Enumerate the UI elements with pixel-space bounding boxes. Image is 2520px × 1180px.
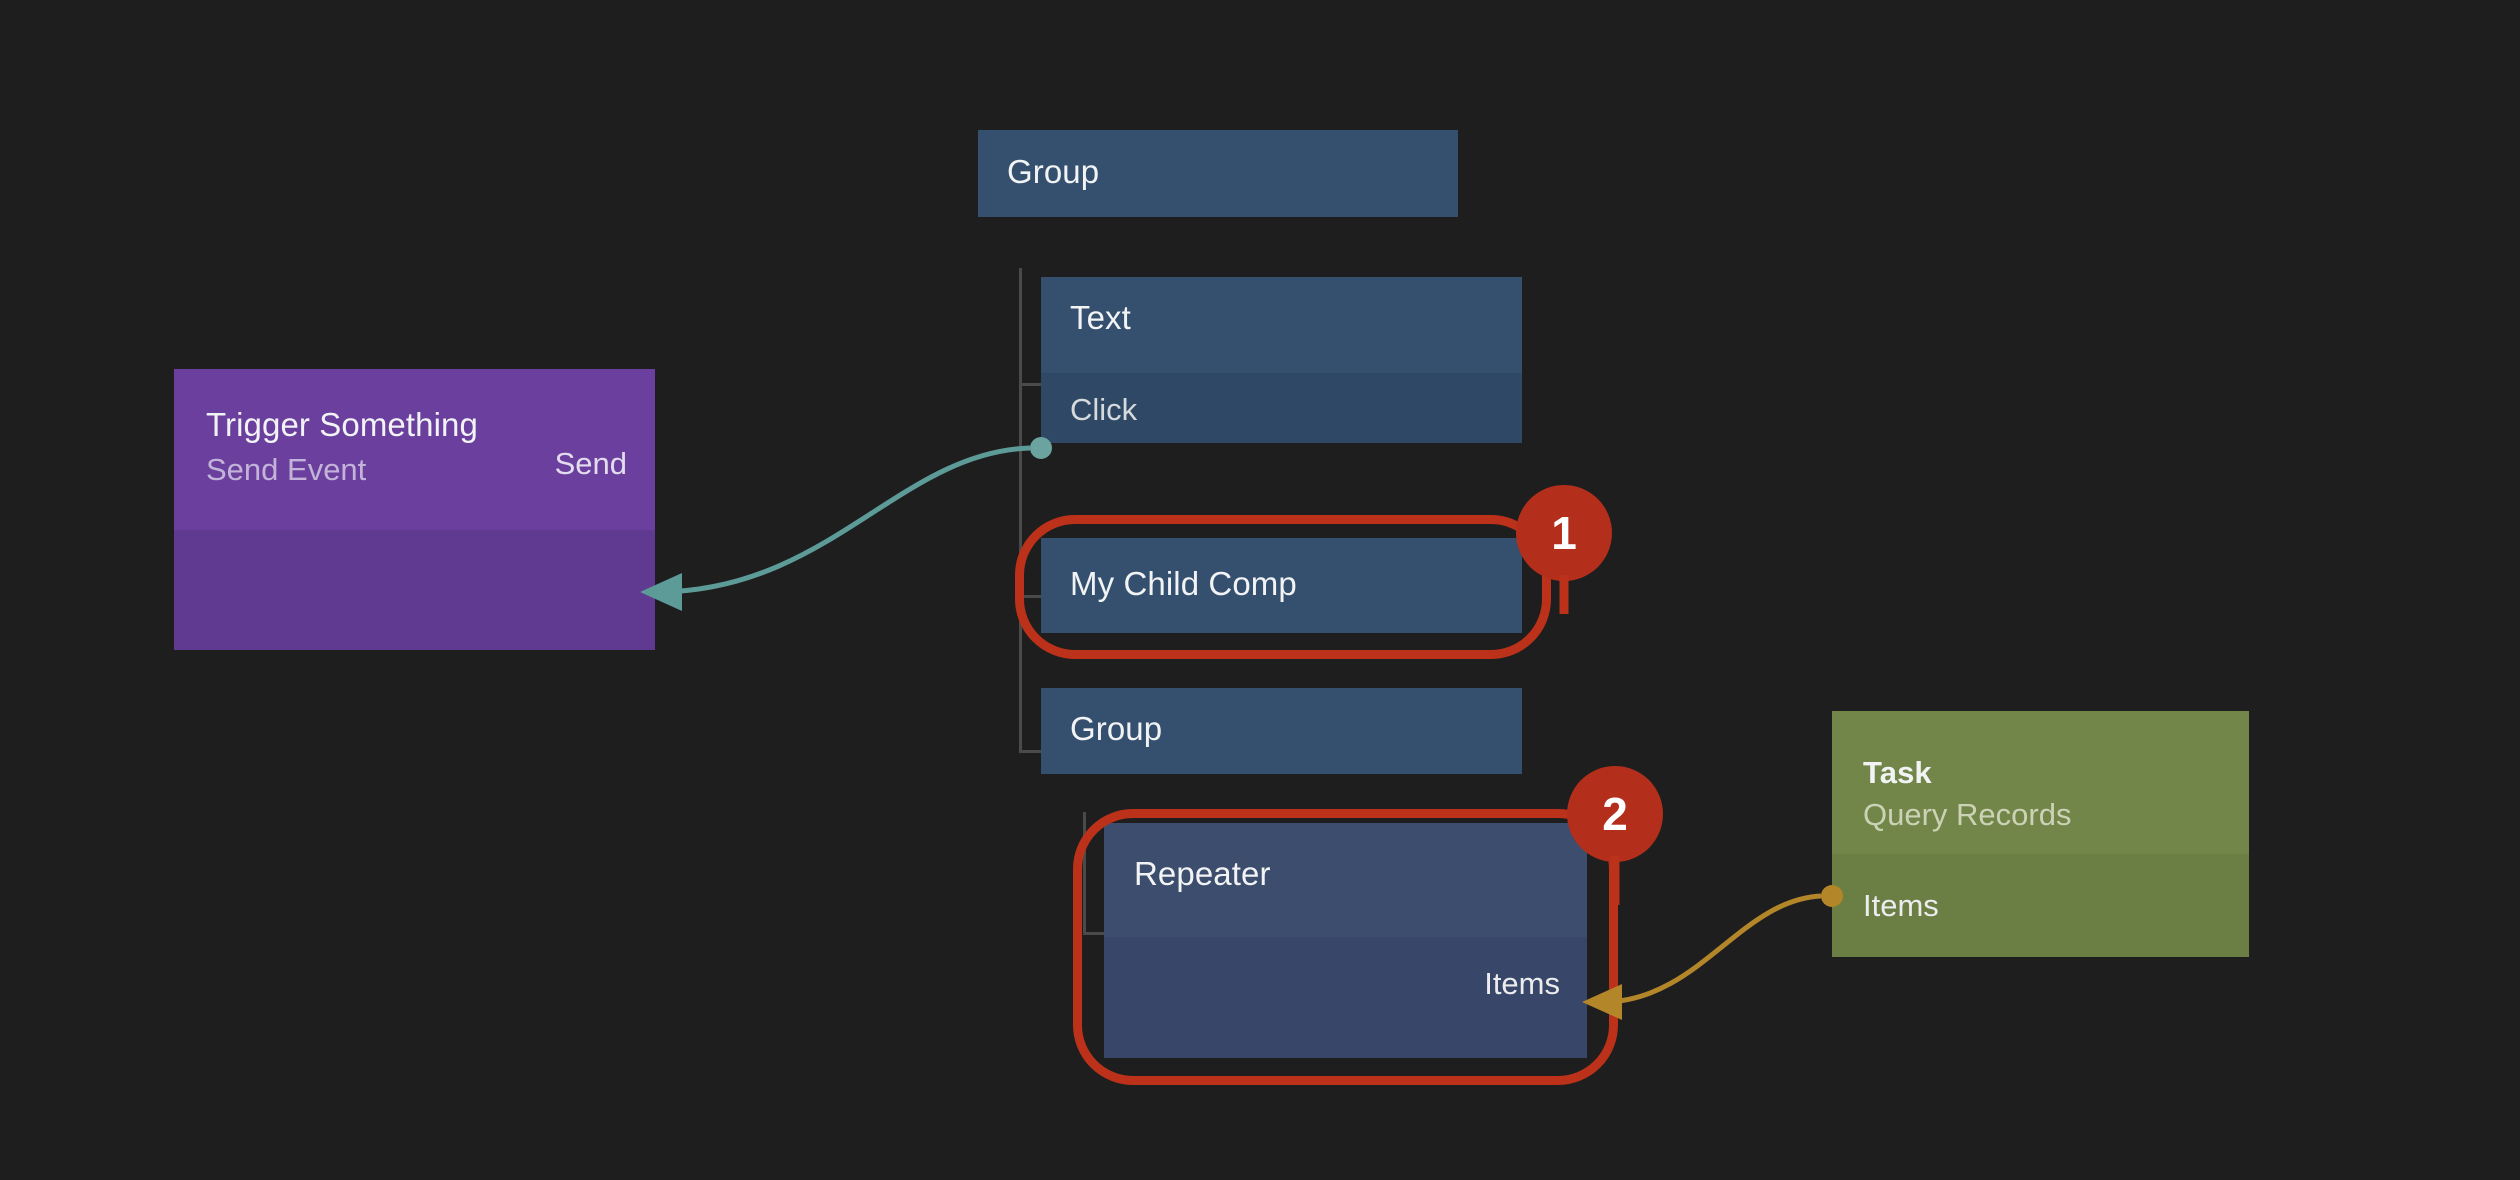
tree-guide-stub-group xyxy=(1019,750,1041,753)
node-subtitle: Query Records xyxy=(1863,797,2072,832)
node-title: Group xyxy=(1007,153,1100,190)
port-label-items-repeater[interactable]: Items xyxy=(1484,966,1560,1001)
node-subtitle: Send Event xyxy=(206,452,367,487)
port-dot-items-task[interactable] xyxy=(1821,885,1843,907)
node-title: Trigger Something xyxy=(206,406,478,443)
tree-guide-stub-text xyxy=(1019,383,1041,386)
tree-guide-vertical xyxy=(1019,268,1022,753)
port-label-items-task[interactable]: Items xyxy=(1863,888,1939,923)
node-title: Text xyxy=(1070,299,1131,336)
node-title: Repeater xyxy=(1134,855,1271,892)
wire-task-items-to-repeater-items xyxy=(1604,893,1822,1005)
node-repeater-header xyxy=(1104,823,1587,937)
annotation-badge-1: 1 xyxy=(1516,485,1612,581)
annotation-ring-2 xyxy=(1073,809,1618,1085)
tree-guide-stub-repeater xyxy=(1083,932,1105,935)
node-trigger-header xyxy=(174,369,655,530)
node-group-root[interactable]: Group xyxy=(978,130,1458,217)
node-my-child-comp[interactable]: My Child Comp xyxy=(1041,538,1522,633)
node-trigger-ports xyxy=(174,530,655,650)
node-task-header xyxy=(1832,711,2249,854)
node-title: My Child Comp xyxy=(1070,565,1297,602)
node-title: Task xyxy=(1863,755,1932,790)
annotation-badge-1-label: 1 xyxy=(1551,507,1577,559)
node-text[interactable]: Text Click xyxy=(1041,277,1522,443)
port-label-send[interactable]: Send xyxy=(554,446,627,481)
node-text-header xyxy=(1041,277,1522,373)
node-text-ports xyxy=(1041,373,1522,443)
node-repeater[interactable]: Repeater Items xyxy=(1104,823,1587,1058)
tree-guide-stub-child xyxy=(1019,595,1041,598)
annotation-badge-2: 2 xyxy=(1567,766,1663,862)
node-title: Group xyxy=(1070,710,1163,747)
port-dot-click[interactable] xyxy=(1030,437,1052,459)
node-task-ports xyxy=(1832,854,2249,957)
annotation-ring-1 xyxy=(1015,515,1551,659)
tree-guide-vertical-lower xyxy=(1083,812,1086,934)
node-trigger-something[interactable]: Trigger Something Send Event Send xyxy=(174,369,655,650)
port-label-click[interactable]: Click xyxy=(1070,392,1138,427)
node-repeater-ports xyxy=(1104,937,1587,1058)
node-group-nested-body: Group xyxy=(1041,688,1522,774)
node-task[interactable]: Task Query Records Items xyxy=(1832,711,2249,957)
node-group-root-body: Group xyxy=(978,130,1458,217)
annotation-badge-2-label: 2 xyxy=(1602,788,1628,840)
node-my-child-comp-body: My Child Comp xyxy=(1041,538,1522,633)
wire-click-to-send xyxy=(659,445,1031,595)
node-group-nested[interactable]: Group xyxy=(1041,688,1522,774)
